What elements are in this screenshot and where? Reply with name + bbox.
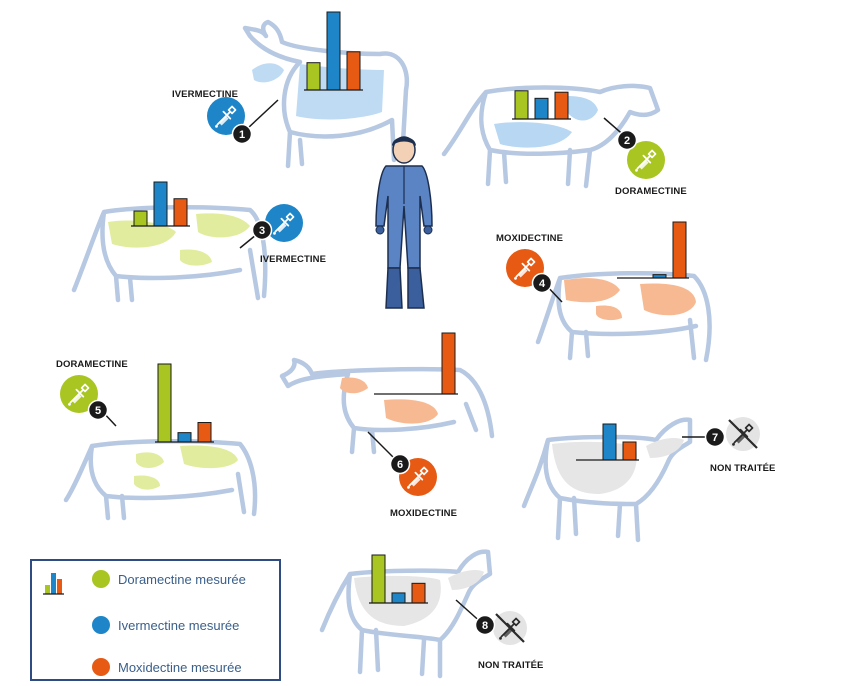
bar-moxidectine-cow-3: [173, 198, 188, 227]
bar-moxidectine-cow-1: [346, 51, 361, 91]
legend-mini-chart-icon: [43, 573, 64, 595]
cow-number: 3: [259, 225, 265, 237]
bar-doramectine-cow-8: [371, 554, 386, 604]
bar-doramectine-cow-5: [157, 363, 172, 443]
bar-chart-cow-8: [369, 554, 428, 604]
legend-swatch-moxidectine: [92, 658, 110, 676]
bar-chart-cow-1: [304, 11, 363, 91]
treatment-badge-cow-1: 1 IVERMECTINE: [172, 89, 253, 145]
legend: Doramectine mesurée Ivermectine mesurée …: [30, 559, 281, 681]
farmer-figure: [375, 136, 433, 309]
bar-charts: [131, 11, 689, 604]
cow-1: [242, 19, 410, 169]
cow-6: [279, 357, 495, 455]
cow-number: 1: [239, 129, 245, 141]
bar-chart-cow-7: [576, 423, 639, 461]
bar-doramectine-cow-1: [306, 62, 321, 91]
bar-ivermectine-cow-8: [391, 592, 406, 604]
bar-chart-cow-3: [131, 181, 190, 227]
treatment-label: IVERMECTINE: [260, 254, 326, 265]
treatment-label: DORAMECTINE: [615, 186, 687, 197]
cow-number-badge: [531, 272, 553, 294]
cow-number-badge: [474, 614, 496, 636]
treatment-badges: 1IVERMECTINE2DORAMECTINE3IVERMECTINE4MOX…: [56, 89, 776, 671]
treatment-label: DORAMECTINE: [56, 359, 128, 370]
treatment-label: NON TRAITÉE: [478, 660, 544, 671]
bar-doramectine-cow-2: [514, 90, 529, 120]
cow-number-badge: [231, 123, 253, 145]
bar-moxidectine-cow-7: [622, 441, 637, 461]
treatment-label: MOXIDECTINE: [390, 508, 457, 519]
bar-chart-cow-6: [374, 332, 458, 395]
bar-moxidectine-cow-2: [554, 91, 569, 120]
cow-number-badge: [87, 399, 109, 421]
bar-ivermectine-cow-3: [153, 181, 168, 227]
legend-label-doramectine: Doramectine mesurée: [118, 572, 246, 587]
cow-number: 4: [539, 278, 546, 290]
cow-number-badge: [251, 219, 273, 241]
bar-doramectine-cow-3: [133, 210, 148, 227]
cow-8: [319, 549, 493, 679]
cow-number-badge: [389, 453, 411, 475]
bar-chart-cow-5: [155, 363, 214, 443]
bar-moxidectine-cow-5: [197, 422, 212, 443]
cow-4: [535, 270, 712, 363]
cow-3: [441, 83, 661, 189]
cow-5: [63, 438, 258, 521]
not-treated-slash-icon: [728, 419, 758, 449]
bar-ivermectine-cow-5: [177, 432, 192, 443]
bar-ivermectine-cow-7: [602, 423, 617, 461]
legend-swatch-ivermectine: [92, 616, 110, 634]
bar-moxidectine-cow-6: [441, 332, 456, 395]
legend-swatch-doramectine: [92, 570, 110, 588]
treatment-badge-cow-4: 4 MOXIDECTINE: [496, 233, 563, 294]
treatment-badge-cow-5: 5 DORAMECTINE: [56, 359, 128, 421]
bar-moxidectine-cow-8: [411, 582, 426, 604]
cow-2: [71, 204, 268, 303]
bar-ivermectine-cow-1: [326, 11, 341, 91]
cow-number: 7: [712, 432, 718, 444]
cow-number-badge: [704, 426, 726, 448]
treatment-label: MOXIDECTINE: [496, 233, 563, 244]
cow-number: 8: [482, 620, 488, 632]
legend-label-ivermectine: Ivermectine mesurée: [118, 618, 239, 633]
cow-number-badge: [616, 129, 638, 151]
bar-moxidectine-cow-4: [672, 221, 687, 279]
cow-number: 5: [95, 405, 101, 417]
cow-number: 2: [624, 135, 630, 147]
treatment-label: IVERMECTINE: [172, 89, 238, 100]
legend-box: [30, 559, 281, 681]
treatment-label: NON TRAITÉE: [710, 463, 776, 474]
bar-ivermectine-cow-2: [534, 97, 549, 120]
bar-chart-cow-2: [512, 90, 571, 120]
legend-label-moxidectine: Moxidectine mesurée: [118, 660, 242, 675]
cow-number: 6: [397, 459, 403, 471]
not-treated-slash-icon: [495, 613, 525, 643]
bar-chart-cow-4: [617, 221, 689, 279]
